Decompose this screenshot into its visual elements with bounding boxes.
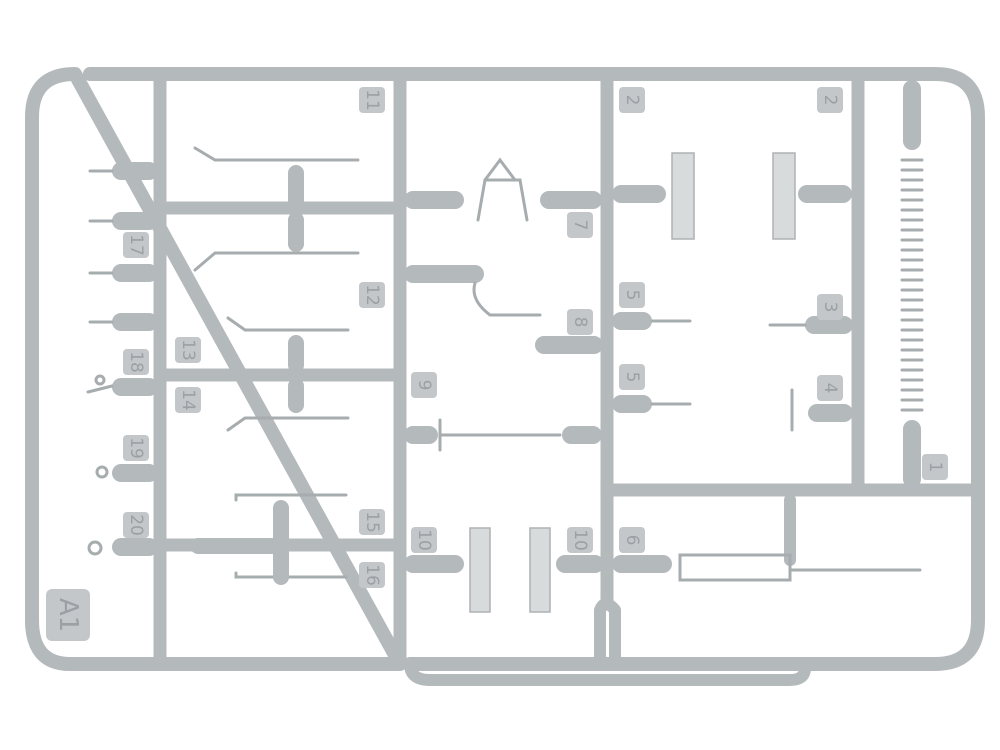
- tag-14: 14: [178, 389, 198, 411]
- tag-16: 16: [362, 564, 382, 586]
- bottom-runner: [404, 598, 811, 686]
- tag-20: 20: [126, 514, 146, 536]
- tag-12: 12: [362, 284, 382, 306]
- tag-2b: 2: [820, 95, 840, 106]
- tag-10b: 10: [570, 529, 590, 551]
- tag-18: 18: [126, 351, 146, 373]
- tag-11: 11: [362, 89, 382, 111]
- parts-right: [612, 80, 924, 582]
- part-number-tags: 11 12 13 14 15 16 17 18 19 20 9 10 10 7 …: [46, 87, 948, 641]
- outer-runner: [25, 67, 985, 671]
- runner-h: [153, 201, 985, 552]
- tag-8: 8: [570, 317, 590, 328]
- tag-15: 15: [362, 511, 382, 533]
- tag-1: 1: [925, 462, 945, 473]
- tag-17: 17: [126, 234, 146, 256]
- tag-6: 6: [622, 535, 642, 546]
- tag-4: 4: [820, 383, 840, 394]
- parts-left: [190, 146, 360, 585]
- sprue-id-label: A1: [53, 598, 83, 632]
- tag-2a: 2: [622, 95, 642, 106]
- left-gates: [86, 162, 158, 556]
- tag-9: 9: [414, 380, 434, 391]
- tag-13: 13: [178, 339, 198, 361]
- tag-10a: 10: [414, 529, 434, 551]
- tag-5a: 5: [622, 290, 642, 301]
- tag-3: 3: [820, 302, 840, 313]
- tag-7: 7: [570, 220, 590, 231]
- tag-5b: 5: [622, 372, 642, 383]
- tag-19: 19: [126, 437, 146, 459]
- parts-middle: [404, 157, 604, 613]
